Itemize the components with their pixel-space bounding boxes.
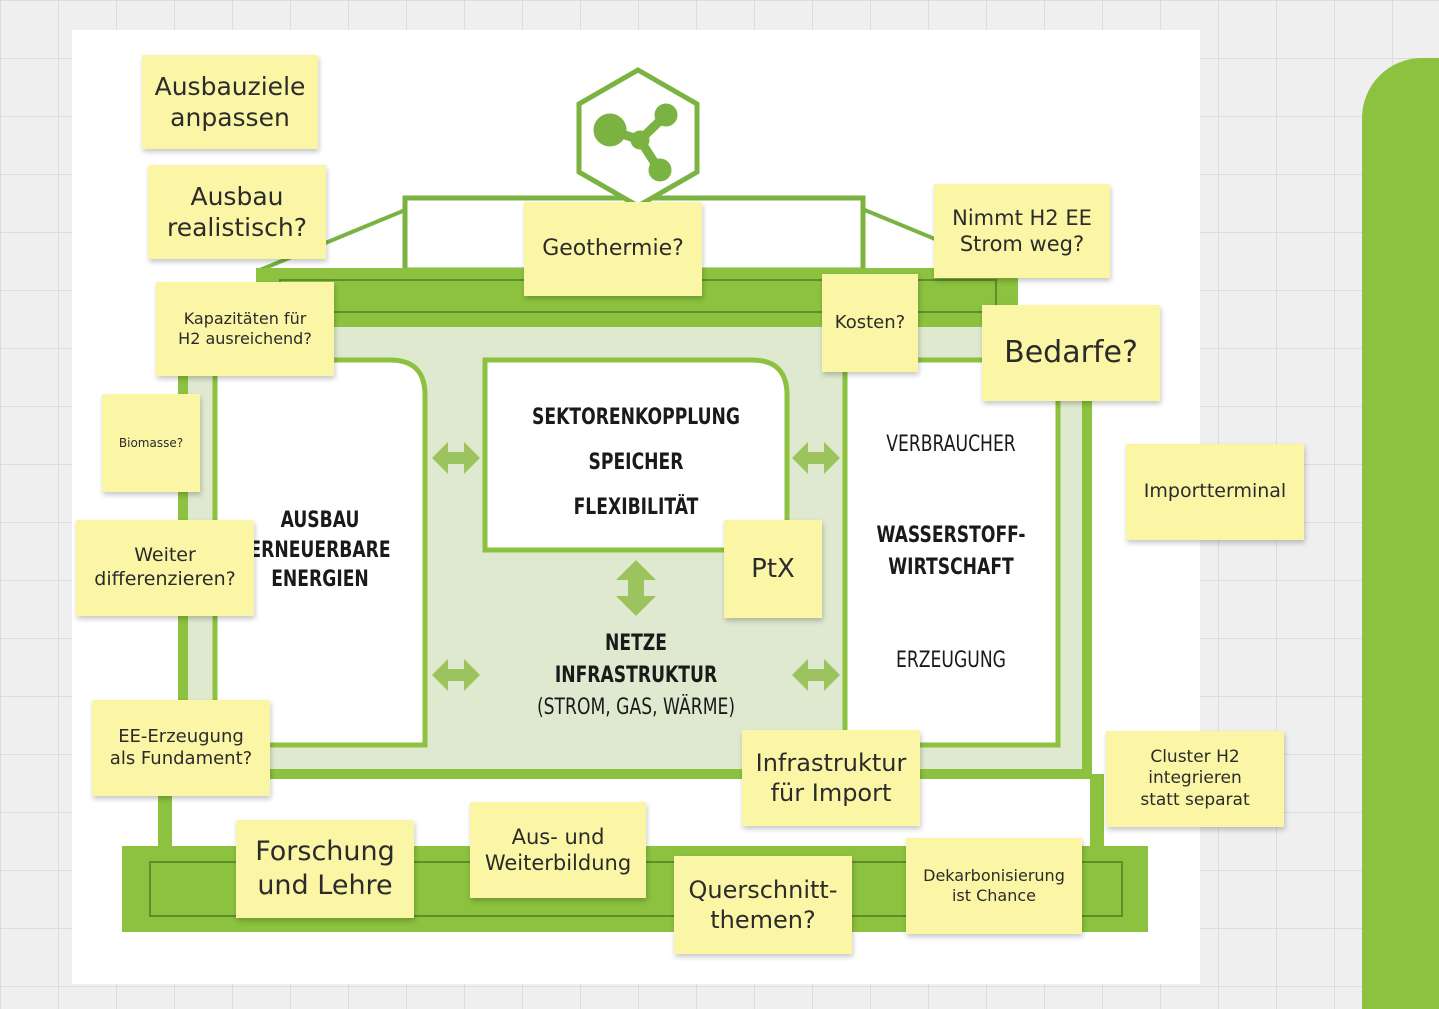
sticky-note-biomasse[interactable]: Biomasse? bbox=[102, 394, 200, 492]
side-panel bbox=[1362, 58, 1439, 1009]
center-box-line: FLEXIBILITÄT bbox=[573, 495, 699, 520]
sticky-text: Dekarbonisierung bbox=[923, 866, 1065, 885]
left-box-line: AUSBAU bbox=[280, 508, 360, 533]
left-box-line: ENERGIEN bbox=[271, 567, 369, 593]
sticky-text: für Import bbox=[770, 779, 892, 807]
center-box-line: SPEICHER bbox=[588, 450, 684, 475]
sticky-text: integrieren bbox=[1148, 768, 1242, 789]
infrastructure-label: NETZE INFRASTRUKTUR (STROM, GAS, WÄRME) bbox=[486, 628, 786, 724]
sticky-text: Biomasse? bbox=[118, 435, 184, 450]
right-box-top-label: VERBRAUCHER bbox=[846, 430, 1056, 460]
sticky-text: Aus- und bbox=[511, 824, 605, 849]
sticky-text: und Lehre bbox=[257, 870, 393, 901]
sticky-text: anpassen bbox=[170, 103, 290, 132]
sticky-text: Ausbau bbox=[190, 181, 284, 211]
sticky-text: Geothermie? bbox=[542, 236, 684, 262]
sticky-text: Weiter bbox=[134, 544, 196, 567]
left-box-label: AUSBAU ERNEUERBARE ENERGIEN bbox=[216, 506, 424, 595]
right-box-bottom-label: ERZEUGUNG bbox=[846, 646, 1056, 676]
right-box-line: ERZEUGUNG bbox=[896, 648, 1006, 673]
center-box-label: SEKTORENKOPPLUNG SPEICHER FLEXIBILITÄT bbox=[486, 395, 786, 530]
right-box-line: VERBRAUCHER bbox=[886, 432, 1016, 457]
infrastructure-line: INFRASTRUKTUR bbox=[554, 663, 718, 688]
arrow-right-top-icon bbox=[792, 442, 840, 474]
sticky-text: Weiterbildung bbox=[484, 851, 632, 875]
sticky-note-geothermie[interactable]: Geothermie? bbox=[524, 202, 702, 296]
sticky-text: Kosten? bbox=[834, 311, 906, 333]
sticky-text: Bedarfe? bbox=[1004, 335, 1138, 371]
sticky-text: PtX bbox=[751, 553, 795, 584]
sticky-text: ist Chance bbox=[951, 886, 1037, 905]
sticky-text: themen? bbox=[710, 906, 816, 934]
center-box bbox=[482, 357, 790, 553]
sticky-text: Importterminal bbox=[1143, 480, 1287, 503]
sticky-text: statt separat bbox=[1140, 789, 1250, 810]
sticky-note-bedarfe[interactable]: Bedarfe? bbox=[982, 305, 1160, 401]
sticky-text: Nimmt H2 EE bbox=[952, 205, 1092, 230]
infrastructure-line: NETZE bbox=[605, 631, 667, 656]
sticky-note-ptx[interactable]: PtX bbox=[724, 520, 822, 618]
sticky-text: EE-Erzeugung bbox=[118, 725, 244, 747]
sticky-text: Ausbauziele bbox=[154, 71, 306, 101]
sticky-note-importterminal[interactable]: Importterminal bbox=[1126, 444, 1304, 540]
sticky-text: Kapazitäten für bbox=[183, 309, 307, 328]
molecule-icon bbox=[593, 103, 678, 182]
sticky-text: Strom weg? bbox=[959, 232, 1085, 256]
arrow-left-top-icon bbox=[432, 442, 480, 474]
sticky-text: differenzieren? bbox=[94, 568, 236, 590]
arrow-left-bottom-icon bbox=[432, 659, 480, 691]
sticky-text: H2 ausreichend? bbox=[178, 329, 312, 348]
sticky-text: Infrastruktur bbox=[755, 749, 907, 777]
sticky-text: realistisch? bbox=[167, 213, 307, 242]
pillar-right bbox=[1090, 774, 1104, 848]
left-box-line: ERNEUERBARE bbox=[249, 537, 391, 563]
arrow-right-bottom-icon bbox=[792, 659, 840, 691]
sticky-text: Cluster H2 bbox=[1150, 747, 1240, 768]
right-box-line: WIRTSCHAFT bbox=[888, 555, 1014, 580]
sticky-text: Querschnitt- bbox=[688, 876, 838, 904]
left-box bbox=[212, 357, 428, 748]
center-box-line: SEKTORENKOPPLUNG bbox=[532, 405, 740, 430]
infrastructure-line: (STROM, GAS, WÄRME) bbox=[536, 695, 736, 720]
right-box-middle-label: WASSERSTOFF- WIRTSCHAFT bbox=[846, 520, 1056, 584]
right-box-line: WASSERSTOFF- bbox=[876, 523, 1026, 548]
sticky-text: als Fundament? bbox=[109, 748, 253, 769]
arrow-vertical-icon bbox=[616, 560, 656, 616]
sticky-note-querschnitt[interactable]: Querschnitt-themen? bbox=[674, 856, 852, 954]
sticky-note-kosten[interactable]: Kosten? bbox=[822, 274, 918, 372]
sticky-text: Forschung bbox=[255, 836, 395, 868]
